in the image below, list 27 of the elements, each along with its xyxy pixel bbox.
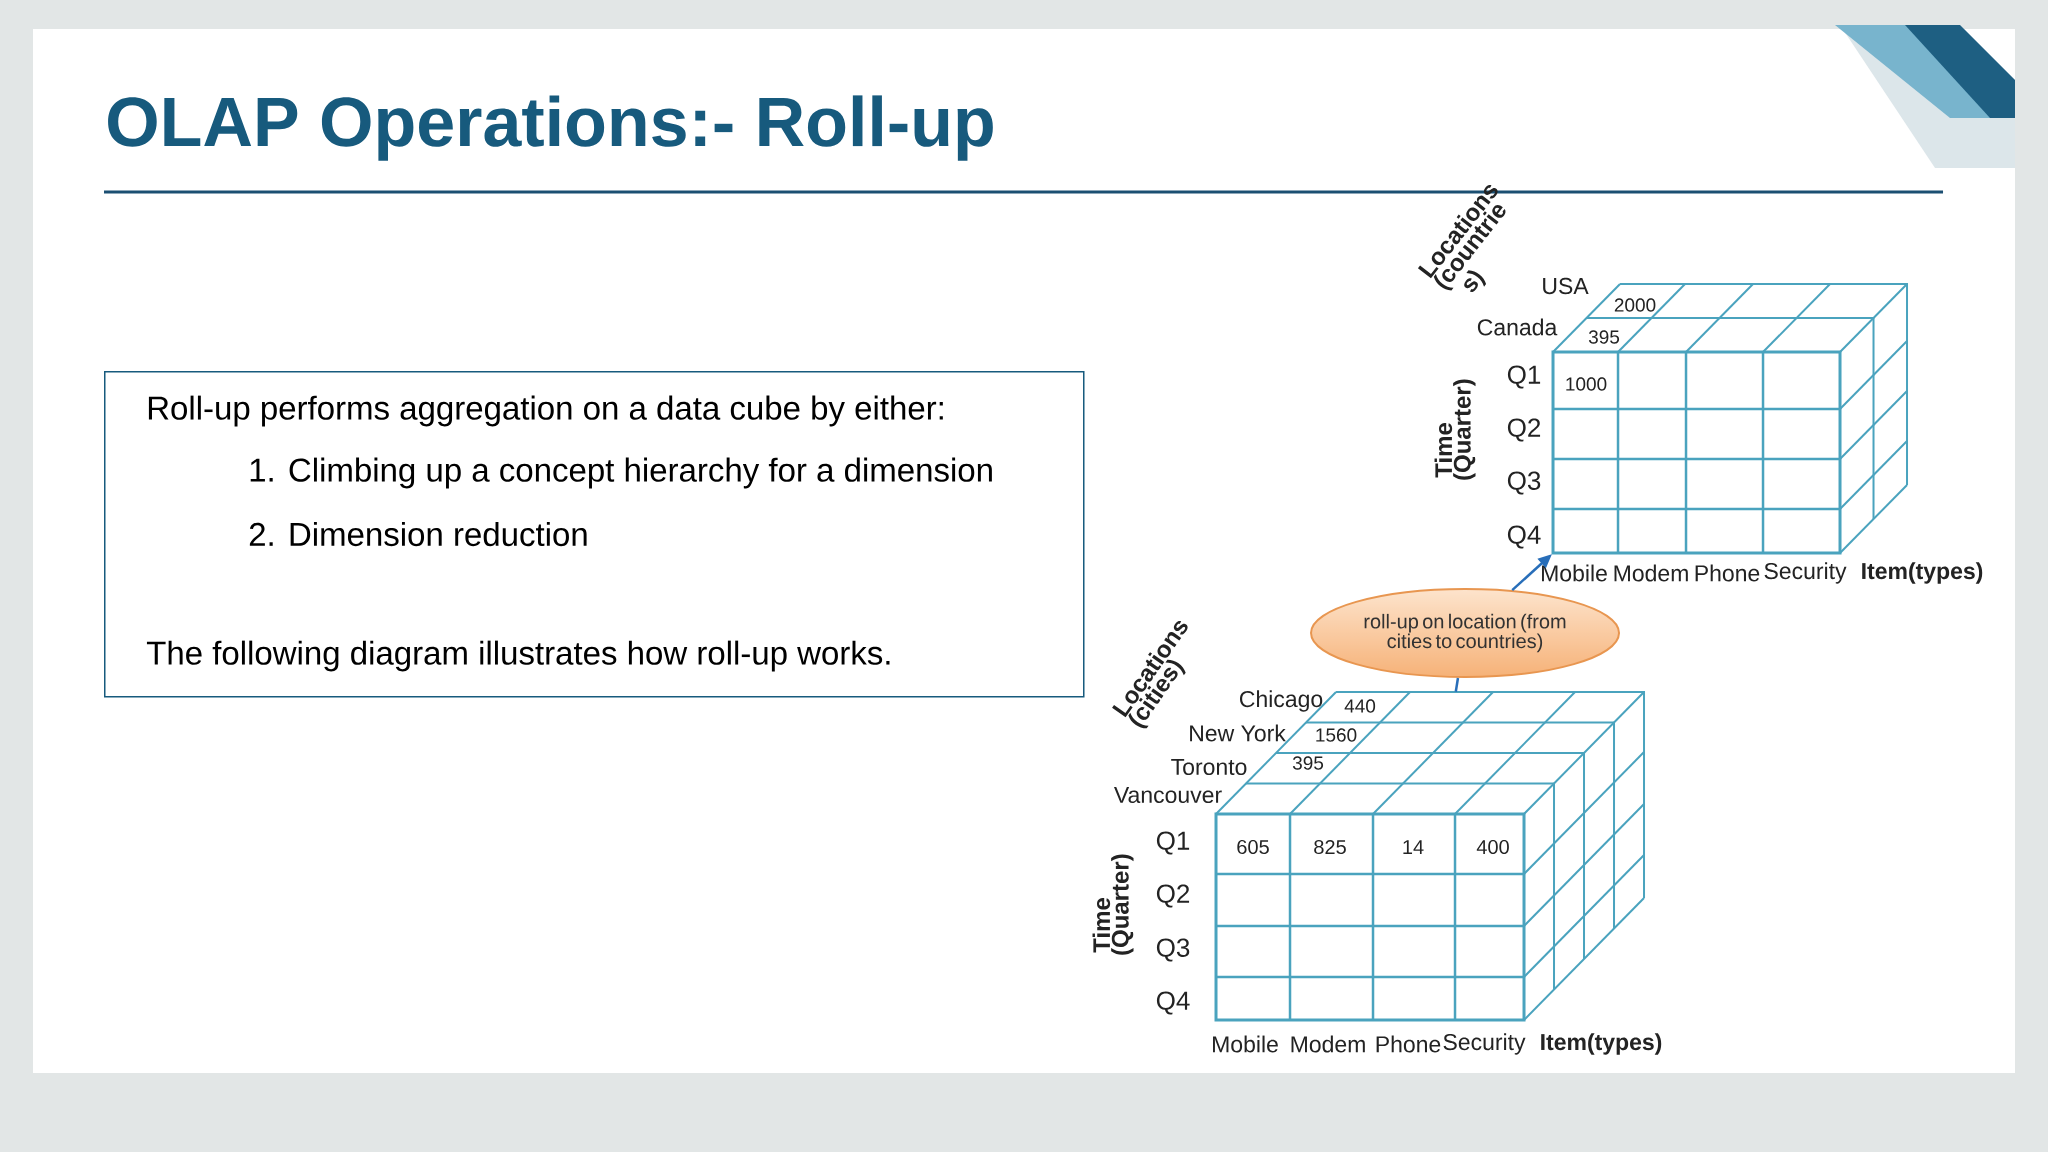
quarter-label: Q4 <box>1156 991 1190 1015</box>
axis-title: Time (Quarter) <box>1434 379 1476 480</box>
location-label: Chicago <box>1240 690 1323 712</box>
cell-value: 605 <box>1237 839 1269 855</box>
cell-value: 1560 <box>1316 728 1357 742</box>
cell-value: 14 <box>1403 840 1424 854</box>
location-label: New York <box>1190 724 1286 742</box>
title: OLAP Operations:- Roll-up <box>108 95 993 161</box>
axis-title: Item(types) <box>1862 562 1983 584</box>
cell-value: 395 <box>1292 756 1324 770</box>
cell-value: 400 <box>1476 839 1509 855</box>
location-label: Toronto <box>1171 759 1247 776</box>
quarter-label: Q1 <box>1156 831 1190 855</box>
item-label: Modem <box>1614 564 1688 582</box>
cell-value: 1000 <box>1566 377 1607 391</box>
location-label: Canada <box>1477 318 1558 336</box>
axis-title: Time (Quarter) <box>1092 854 1134 955</box>
quarter-label: Q2 <box>1156 884 1190 908</box>
cell-value: 2000 <box>1614 298 1656 312</box>
cell-value: 440 <box>1344 699 1376 713</box>
item-label: Mobile <box>1542 564 1607 582</box>
text-box: Roll-up performs aggregation on a data cube by either: 1. Climbing up a concept hierarchy for a dimension 2. Dimension reduction The following diagram illustrates how roll-up works. <box>104 371 1085 698</box>
location-label: USA <box>1543 277 1589 295</box>
location-label: Vancouver <box>1114 787 1222 804</box>
cell-value: 825 <box>1314 839 1346 855</box>
quarter-label: Q4 <box>1507 525 1541 549</box>
quarter-label: Q3 <box>1156 938 1190 962</box>
